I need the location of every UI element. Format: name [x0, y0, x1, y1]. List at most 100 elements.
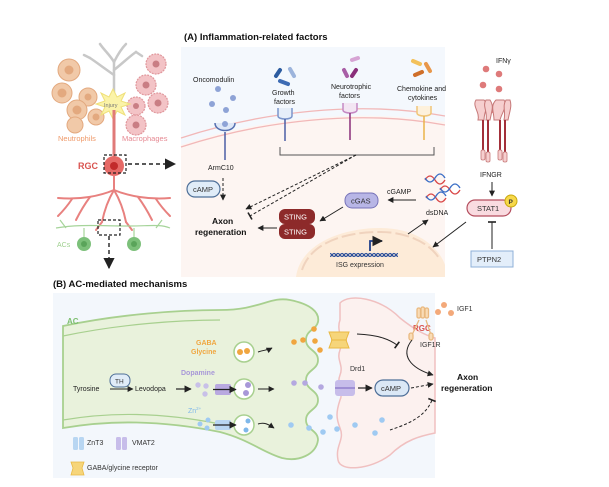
- axon-regeneration-a-line2: regeneration: [195, 227, 247, 237]
- macrophages-label: Macrophages: [122, 134, 168, 143]
- drd1-label: Drd1: [350, 366, 365, 373]
- dopamine-label: Dopamine: [181, 370, 215, 377]
- dopamine-in-vesicle: [243, 382, 251, 396]
- chemokine-label-2: cytokines: [408, 95, 438, 102]
- panel-a-title: (A) Inflammation-related factors: [184, 32, 328, 43]
- chemokine-receptor: [416, 106, 432, 140]
- growth-factor-receptor: [277, 108, 293, 141]
- ptpn2-node: PTPN2: [470, 250, 514, 268]
- dopamine-cleft: [291, 380, 324, 390]
- ac-dendrites: [55, 219, 171, 238]
- axon-regeneration-a-line1: Axon: [212, 216, 233, 226]
- growth-factor-ligands: [274, 67, 296, 86]
- zn-in-vesicle: [243, 418, 251, 433]
- camp-label-b: cAMP: [381, 384, 401, 393]
- panel-a: (A) Inflammation-related factors Oncomod…: [180, 32, 518, 278]
- svg-text:P: P: [509, 199, 514, 206]
- gaba-receptor-inhibits-arrow: [356, 333, 400, 349]
- th-label: TH: [115, 379, 124, 386]
- glycine-label: Glycine: [191, 349, 216, 356]
- camp-node-b: [374, 379, 410, 397]
- neutrophils-label: Neutrophils: [58, 134, 96, 143]
- igf1-label: IGF1: [457, 306, 473, 313]
- macrophage-cells: [125, 53, 169, 136]
- dsdna-label: dsDNA: [426, 210, 449, 217]
- phospho-badge: [504, 194, 518, 208]
- legend-znt3-label: ZnT3: [87, 440, 103, 447]
- transcription-start-arrow: [369, 235, 384, 251]
- overview-illustration: Neutrophils Macrophages Injury RGC ACs: [51, 42, 177, 270]
- receptors-promote-axon-arrow: [245, 154, 357, 210]
- svg-text:STAT1: STAT1: [477, 204, 499, 213]
- legend-znt3: ZnT3: [73, 437, 103, 450]
- igf1r-receptor: [408, 306, 434, 341]
- injury-label: Injury: [104, 103, 118, 109]
- stat1-to-nucleus-arrow: [432, 221, 467, 248]
- isg-dna: [330, 251, 398, 257]
- drd1-receptor: [335, 380, 355, 396]
- rgc-label-b: RGC: [413, 324, 431, 333]
- neurotrophic-ligands: [342, 56, 360, 78]
- axon-regeneration-b-line2: regeneration: [441, 383, 493, 393]
- ac-cell-body: [62, 298, 320, 460]
- gaba-release-arrow: [257, 347, 273, 354]
- igf1-ligands: [435, 302, 454, 316]
- rgc-zoom-box: [103, 154, 127, 174]
- levodopa-label: Levodopa: [135, 386, 166, 393]
- svg-text:cAMP: cAMP: [193, 185, 213, 194]
- receptors-inhibit-axon-arrow: [247, 154, 357, 220]
- chemokine-label-1: Chemokine and: [397, 86, 446, 93]
- cgamp-label: cGAMP: [387, 189, 411, 196]
- ifng-label: IFNγ: [496, 58, 511, 65]
- rgc-label: RGC: [78, 161, 99, 171]
- rgc-dendrites: [57, 175, 171, 231]
- svg-text:STING: STING: [284, 228, 307, 237]
- gaba-label: GABA: [196, 340, 217, 347]
- camp-to-axon-arrow: [410, 382, 434, 389]
- legend: ZnT3 VMAT2 GABA/glycine receptor: [70, 437, 158, 476]
- ifngr-label: IFNGR: [480, 172, 502, 179]
- cell-membrane-outer: [180, 108, 446, 139]
- oncomodulin-ligands: [209, 86, 236, 113]
- cgas-node: cGAS: [344, 192, 379, 209]
- igf1r-to-axon-arrow: [406, 339, 434, 377]
- legend-gaba-receptor: GABA/glycine receptor: [70, 461, 158, 476]
- cell-membrane-inner: [180, 117, 446, 148]
- svg-text:STING: STING: [284, 213, 307, 222]
- dopamine-molecules-ac: [195, 382, 209, 397]
- neurotrophic-label-2: factors: [339, 93, 361, 100]
- sting-dimer: STING STING: [279, 209, 315, 239]
- zn-release-arrow: [257, 422, 275, 429]
- legend-vmat2-label: VMAT2: [132, 440, 155, 447]
- zn-label: Zn2+: [188, 406, 202, 415]
- stat1-node: STAT1 P: [466, 194, 518, 217]
- acs-label: ACs: [57, 242, 71, 249]
- armc10-label: ArmC10: [208, 165, 234, 172]
- gaba-cleft: [291, 326, 323, 353]
- ac-label: AC: [67, 317, 79, 326]
- igf1r-label: IGF1R: [420, 342, 441, 349]
- gaba-in-vesicle: [237, 348, 250, 355]
- tyrosine-label: Tyrosine: [73, 386, 100, 393]
- oncomodulin-label: Oncomodulin: [193, 77, 234, 84]
- cgas-to-sting-arrow: [319, 206, 344, 222]
- ac-zoom-box: [97, 219, 121, 236]
- synaptic-vesicles: [233, 341, 255, 436]
- receptor-bracket: [279, 147, 435, 156]
- growth-factors-label-1: Growth: [272, 90, 295, 97]
- nucleus-to-dsdna-arrow: [407, 219, 429, 235]
- legend-vmat2: VMAT2: [116, 437, 155, 450]
- panel-b-title: (B) AC-mediated mechanisms: [53, 279, 187, 290]
- armc10-receptor: [214, 121, 236, 160]
- panel-b: (B) AC-mediated mechanisms AC RGC: [53, 279, 493, 478]
- neurotrophic-label-1: Neurotrophic: [331, 84, 372, 91]
- legend-gaba-receptor-label: GABA/glycine receptor: [87, 465, 158, 472]
- dsdna-strands: [424, 173, 461, 203]
- camp-node-a: cAMP: [186, 180, 221, 198]
- svg-text:cGAS: cGAS: [351, 197, 371, 206]
- neurotrophic-receptor: [342, 103, 358, 140]
- th-enzyme: [109, 373, 131, 388]
- gaba-glycine-receptor: [328, 331, 350, 349]
- zn-cleft: [288, 414, 385, 436]
- chemokine-ligands: [411, 59, 432, 77]
